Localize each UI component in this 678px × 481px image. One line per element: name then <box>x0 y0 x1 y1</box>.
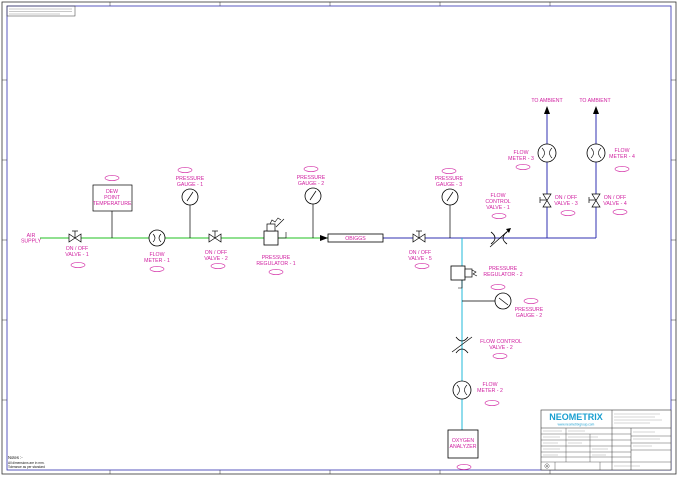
vent-arrow-2 <box>593 106 599 114</box>
border-ticks <box>2 2 676 474</box>
on-off-valve-5[interactable] <box>412 230 426 243</box>
company-logo: NEOMETRIX <box>549 412 603 422</box>
flow-meter-4-tag <box>614 166 630 172</box>
on-off-valve-1[interactable] <box>68 230 82 243</box>
revision-box <box>6 5 76 17</box>
valve-5-tag <box>414 263 430 269</box>
flow-control-valve-2[interactable] <box>451 336 473 354</box>
to-ambient-2-label: TO AMBIENT <box>579 98 611 104</box>
dew-point-box <box>92 184 133 212</box>
flow-meter-3[interactable] <box>537 143 557 163</box>
on-off-valve-4[interactable] <box>588 193 601 208</box>
vent-arrow-1 <box>544 106 550 114</box>
fcv-2-tag <box>492 353 508 359</box>
pressure-gauge-2-bottom-tag <box>523 298 539 304</box>
flow-meter-1[interactable] <box>148 229 166 247</box>
notes-line-1: All dimensions are in mm. <box>8 461 45 465</box>
pressure-regulator-2[interactable] <box>450 265 478 289</box>
pressure-gauge-2-tag <box>303 166 319 172</box>
valve-2-tag <box>210 263 226 269</box>
inner-border <box>6 5 672 471</box>
flow-meter-4[interactable] <box>586 143 606 163</box>
flow-meter-1-tag <box>149 266 165 272</box>
obiggs-label: OBIGGS <box>345 236 366 242</box>
notes-title: Notes :- <box>8 455 23 460</box>
notes-line-2: Tolerance as per standard <box>8 465 45 469</box>
on-off-valve-3[interactable] <box>539 193 552 208</box>
pressure-gauge-3-tag <box>441 168 457 174</box>
to-ambient-1-label: TO AMBIENT <box>531 98 563 104</box>
valve-3-tag <box>560 210 576 216</box>
company-url: www.neometrixgroup.com <box>558 423 595 427</box>
obiggs-unit[interactable] <box>327 233 384 243</box>
title-block <box>540 409 672 471</box>
regulator-2-tag <box>490 284 506 290</box>
regulator-1-tag <box>268 269 284 275</box>
flow-control-valve-1[interactable] <box>489 228 511 248</box>
pressure-gauge-1-tag <box>177 167 193 173</box>
valve-1-tag <box>70 262 86 268</box>
oxygen-analyzer-tag <box>456 464 472 470</box>
flow-meter-3-tag <box>515 164 531 170</box>
on-off-valve-2[interactable] <box>208 230 222 243</box>
pressure-regulator-1[interactable] <box>263 217 287 246</box>
fcv-1-tag <box>491 213 507 219</box>
valve-4-tag <box>612 209 628 215</box>
oxygen-analyzer[interactable] <box>447 429 479 459</box>
flow-meter-2-tag <box>484 400 500 406</box>
flow-meter-2[interactable] <box>452 380 472 400</box>
dew-point-tag <box>104 175 120 181</box>
